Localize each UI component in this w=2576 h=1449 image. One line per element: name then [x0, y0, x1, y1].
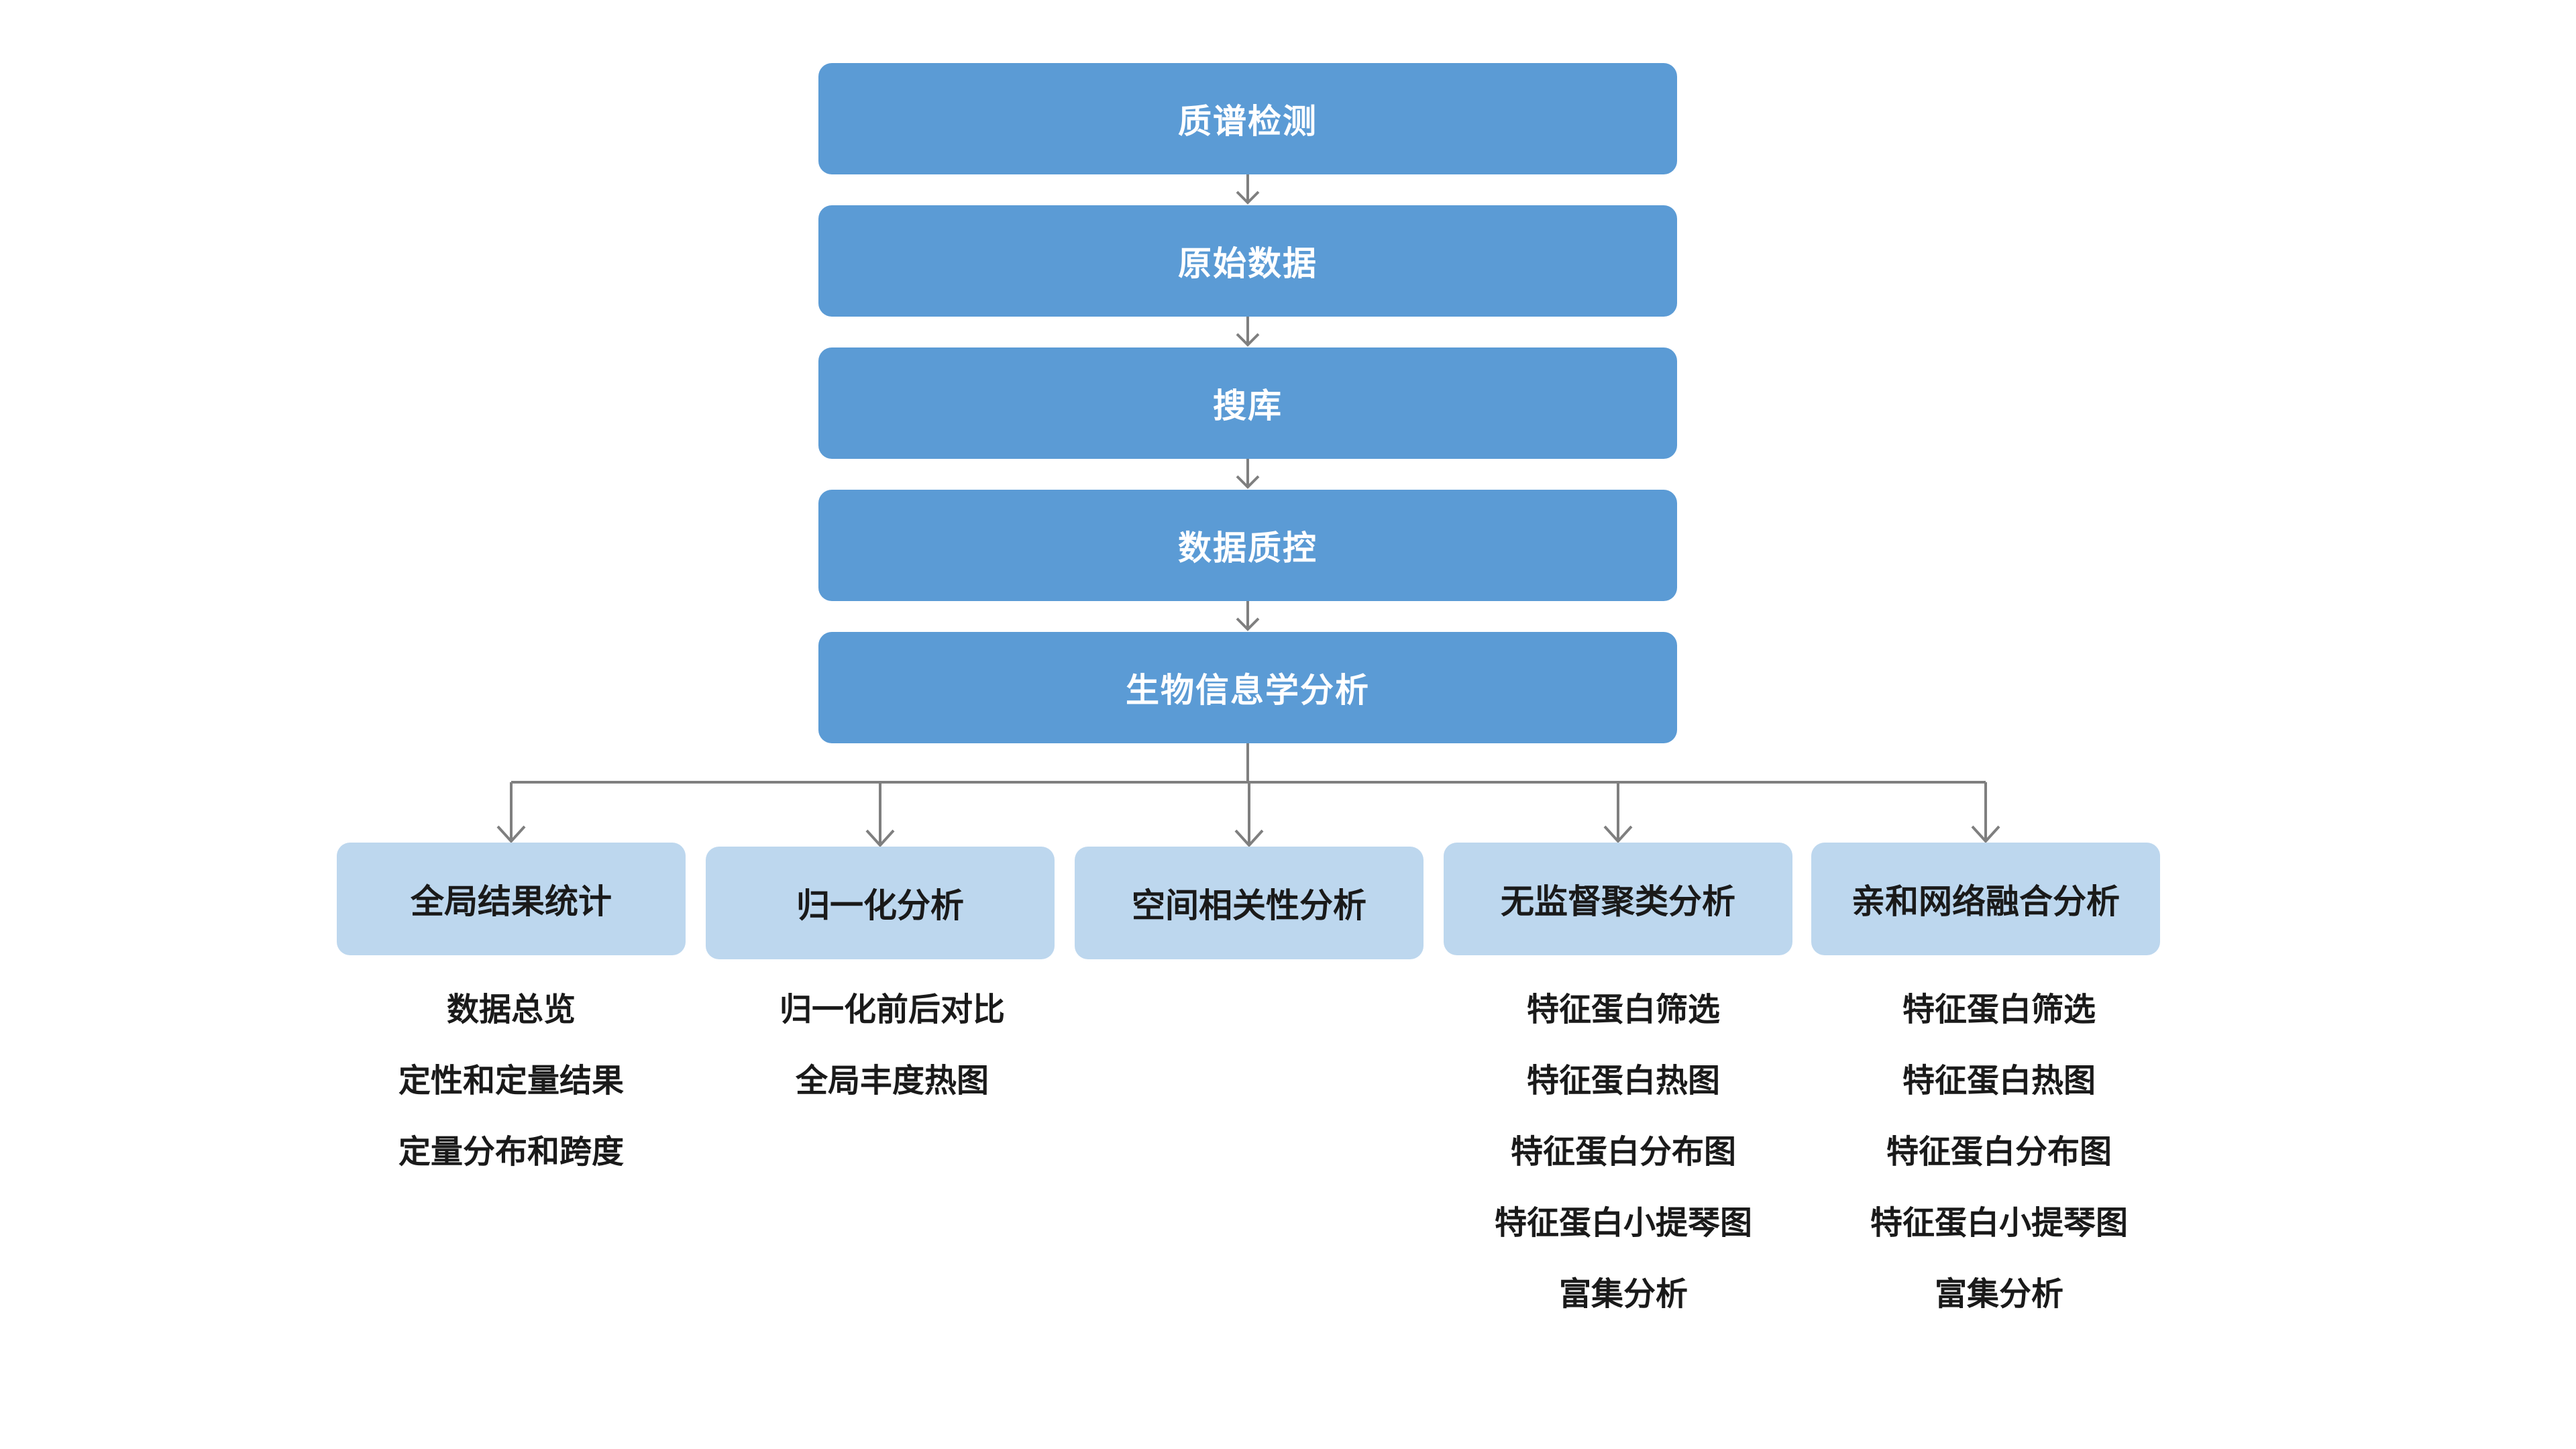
list-item: 特征蛋白筛选 [1526, 991, 1720, 1028]
list-item: 归一化前后对比 [779, 991, 1005, 1028]
list-item: 特征蛋白分布图 [1886, 1133, 2112, 1171]
list-item: 定量分布和跨度 [398, 1133, 624, 1171]
list-item: 特征蛋白热图 [1526, 1062, 1720, 1099]
arrow-step-2-to-3 [1236, 317, 1260, 347]
list-item: 富集分析 [1934, 1275, 2063, 1313]
branch-unsupervised-clustering: 无监督聚类分析 [1444, 843, 1792, 955]
branch-global-results-items: 数据总览 定性和定量结果 定量分布和跨度 [323, 974, 699, 1187]
list-item: 特征蛋白筛选 [1902, 991, 2096, 1028]
step-raw-data: 原始数据 [818, 205, 1677, 317]
branch-normalization: 归一化分析 [706, 847, 1055, 959]
branch-spatial-correlation: 空间相关性分析 [1075, 847, 1424, 959]
arrow-to-branch-2 [865, 782, 895, 847]
list-item: 全局丰度热图 [795, 1062, 989, 1099]
step-mass-spec-detection: 质谱检测 [818, 63, 1677, 174]
branch-unsupervised-clustering-items: 特征蛋白筛选 特征蛋白热图 特征蛋白分布图 特征蛋白小提琴图 富集分析 [1436, 974, 1811, 1330]
branch-normalization-items: 归一化前后对比 全局丰度热图 [704, 974, 1080, 1116]
step-data-qc: 数据质控 [818, 490, 1677, 601]
arrow-step-1-to-2 [1236, 174, 1260, 205]
arrow-to-branch-4 [1603, 782, 1633, 843]
arrow-to-branch-5 [1971, 782, 2000, 843]
arrow-to-branch-1 [496, 782, 526, 843]
list-item: 特征蛋白小提琴图 [1870, 1204, 2128, 1242]
step-bioinformatics-analysis: 生物信息学分析 [818, 632, 1677, 743]
branch-affinity-network-fusion-items: 特征蛋白筛选 特征蛋白热图 特征蛋白分布图 特征蛋白小提琴图 富集分析 [1811, 974, 2187, 1330]
arrow-to-branch-3 [1234, 782, 1264, 847]
list-item: 特征蛋白热图 [1902, 1062, 2096, 1099]
list-item: 数据总览 [446, 991, 576, 1028]
arrow-step-4-to-5 [1236, 601, 1260, 631]
list-item: 定性和定量结果 [398, 1062, 624, 1099]
step-database-search: 搜库 [818, 347, 1677, 459]
arrow-step-3-to-4 [1236, 459, 1260, 489]
list-item: 特征蛋白小提琴图 [1494, 1204, 1752, 1242]
branch-global-results: 全局结果统计 [337, 843, 686, 955]
list-item: 特征蛋白分布图 [1510, 1133, 1736, 1171]
branch-affinity-network-fusion: 亲和网络融合分析 [1811, 843, 2160, 955]
list-item: 富集分析 [1558, 1275, 1688, 1313]
